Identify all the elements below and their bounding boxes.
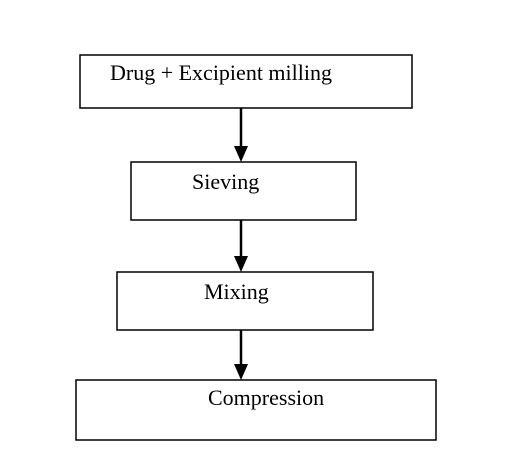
step-label: Mixing <box>204 279 269 304</box>
step-sieving: Sieving <box>130 161 357 221</box>
step-label: Drug + Excipient milling <box>110 60 332 85</box>
step-drug-excipient-milling: Drug + Excipient milling <box>79 54 413 109</box>
step-box <box>116 271 374 331</box>
step-box <box>75 379 437 441</box>
arrow-down <box>234 330 248 380</box>
step-mixing: Mixing <box>116 271 374 331</box>
step-box <box>79 54 413 109</box>
step-label: Compression <box>208 385 324 410</box>
arrow-down <box>234 108 248 162</box>
step-compression: Compression <box>75 379 437 441</box>
step-label: Sieving <box>192 169 259 194</box>
arrow-down <box>234 220 248 272</box>
step-box <box>130 161 357 221</box>
